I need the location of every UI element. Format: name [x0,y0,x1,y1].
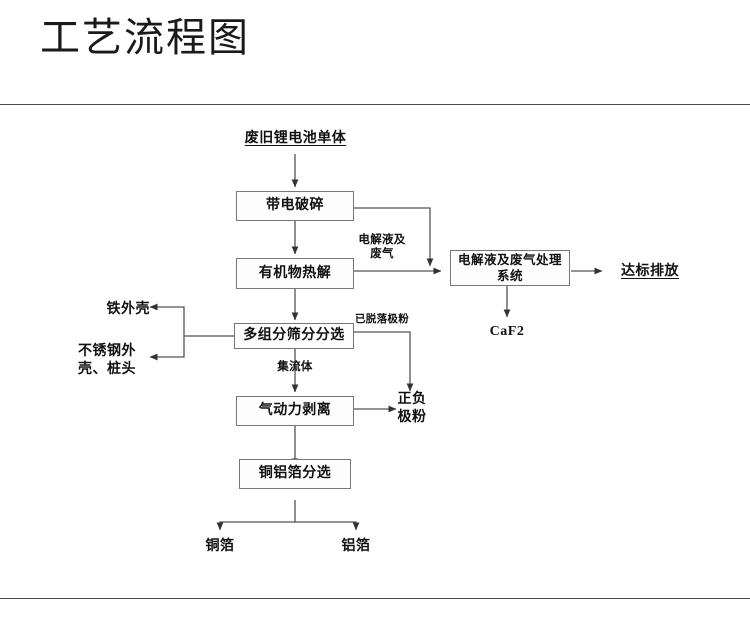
node-electrode-powder: 正负 极粉 [397,391,427,426]
node-caf2: CaF2 [489,324,525,339]
process-flow-diagram: 废旧锂电池单体 带电破碎 有机物热解 多组分筛分分选 气动力剥离 铜铝箔分选 电… [0,104,750,598]
node-copper-aluminum-foil-sorting[interactable]: 铜铝箔分选 [239,459,351,489]
header-divider [0,104,750,105]
edge-label-electrolyte-gas: 电解液及 废气 [358,232,406,261]
node-stainless-steel-shell: 不锈钢外 壳、桩头 [78,343,136,378]
node-aluminum-foil: 铝箔 [341,538,371,554]
node-pneumatic-stripping[interactable]: 气动力剥离 [236,396,354,426]
node-copper-foil: 铜箔 [205,538,235,554]
node-organic-pyrolysis[interactable]: 有机物热解 [236,258,354,289]
edge-label-current-collector: 集流体 [277,359,313,373]
node-charged-crushing[interactable]: 带电破碎 [236,191,354,221]
node-electrolyte-gas-treatment-system[interactable]: 电解液及废气处理 系统 [450,250,570,286]
node-source-material: 废旧锂电池单体 [244,130,347,146]
node-compliant-emission: 达标排放 [621,263,679,279]
footer-divider [0,598,750,599]
page-title: 工艺流程图 [40,15,250,61]
edge-label-detached-powder: 已脱落极粉 [355,313,409,325]
node-iron-shell: 铁外壳 [106,301,150,317]
node-multicomponent-sieving[interactable]: 多组分筛分分选 [234,323,354,349]
